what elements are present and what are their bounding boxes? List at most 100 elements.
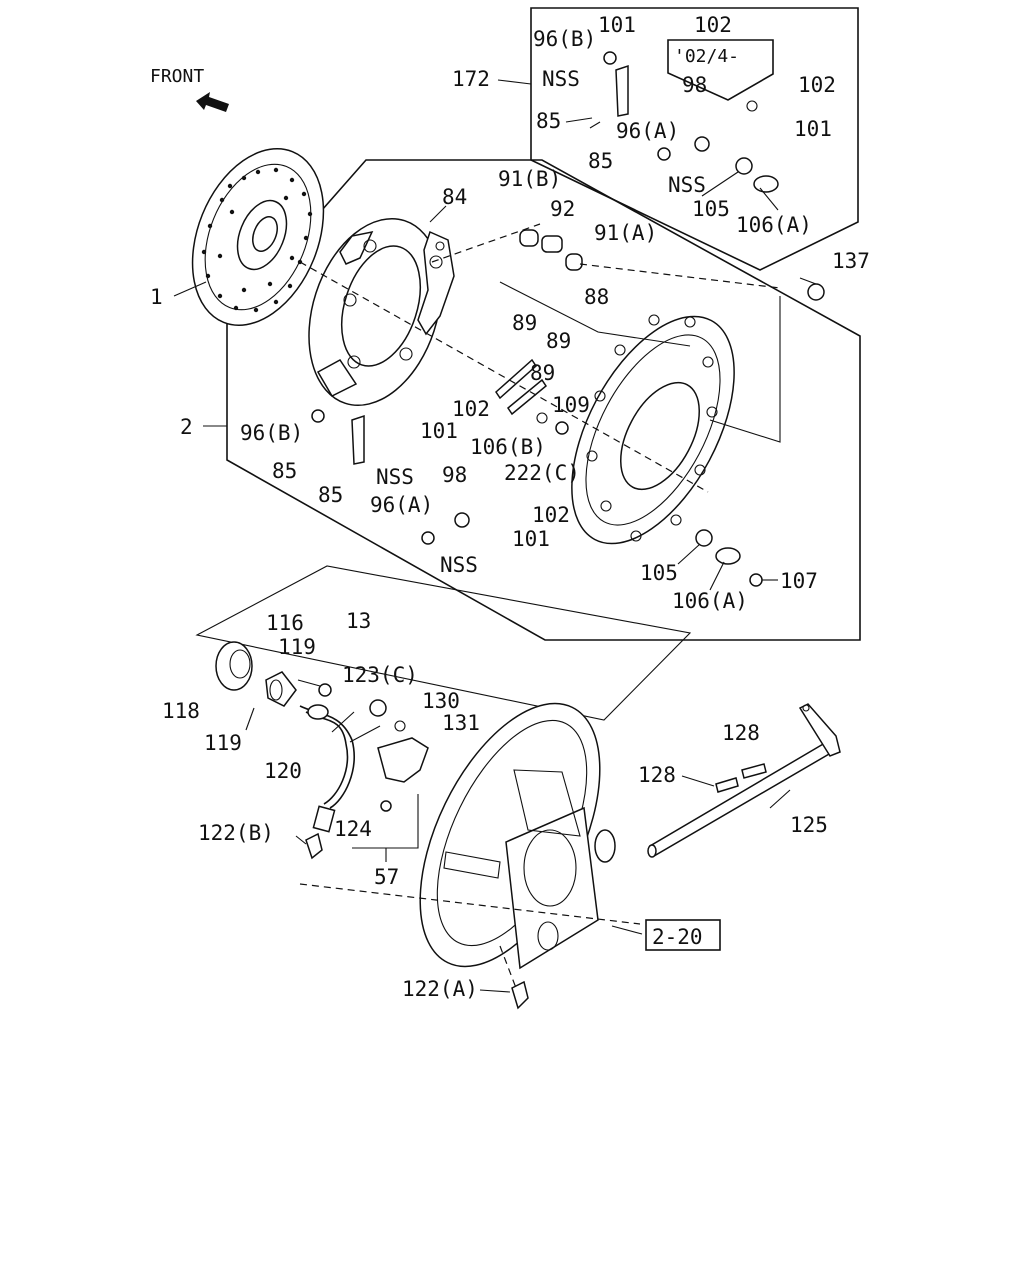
callout-105-top: 105	[692, 197, 730, 221]
bushing-91b	[519, 229, 539, 247]
callout-102-low: 102	[532, 503, 570, 527]
fitting-122b-icon	[305, 832, 323, 860]
callout-120: 120	[264, 759, 302, 783]
bolt-123c-icon	[318, 683, 332, 697]
callout-106a-top: 106(A)	[736, 213, 812, 237]
callout-nss-low: NSS	[440, 553, 478, 577]
callout-118: 118	[162, 699, 200, 723]
callout-88: 88	[584, 285, 609, 309]
bushing-91a	[565, 253, 583, 271]
fitting-122a-icon	[511, 980, 529, 1010]
group-57-bracket	[352, 794, 419, 849]
callout-106a-mid: 106(A)	[672, 589, 748, 613]
callout-57: 57	[374, 865, 399, 889]
release-bearing	[215, 641, 297, 707]
axis-line-d	[499, 945, 517, 989]
nut-105-mid-icon	[695, 529, 713, 547]
date-label: '02/4-	[674, 46, 739, 67]
pin-96a-mid-icon	[421, 531, 435, 545]
axis-line-a	[299, 261, 709, 493]
clip-131-icon	[394, 720, 406, 732]
callout-96a-mid: 96(A)	[370, 493, 433, 517]
callout-130: 130	[422, 689, 460, 713]
callout-13: 13	[346, 609, 371, 633]
callout-105-mid: 105	[640, 561, 678, 585]
callout-98-mid: 98	[442, 463, 467, 487]
ref-box-frame	[645, 919, 721, 951]
axis-line-e	[579, 263, 781, 289]
callout-128-left: 128	[638, 763, 676, 787]
release-shaft	[647, 703, 841, 858]
callout-125: 125	[790, 813, 828, 837]
spring-92	[541, 235, 563, 253]
callout-98-top: 98	[682, 73, 707, 97]
leader-lines	[173, 79, 817, 993]
pin-96a-top-icon	[657, 147, 671, 161]
flywheel-plate	[571, 314, 735, 545]
bracket-line-137	[709, 296, 781, 443]
callout-222c: 222(C)	[504, 461, 580, 485]
clutch-housing	[419, 702, 616, 970]
gasket-106a-top-icon	[753, 175, 779, 193]
callout-124: 124	[334, 817, 372, 841]
callout-nss-top: NSS	[542, 67, 580, 91]
callout-101-mid: 101	[420, 419, 458, 443]
callout-137: 137	[832, 249, 870, 273]
callout-84: 84	[442, 185, 467, 209]
callout-116: 116	[266, 611, 304, 635]
pin-96b-top-icon	[603, 51, 617, 65]
callout-96b-mid: 96(B)	[240, 421, 303, 445]
callout-96a-top: 96(A)	[616, 119, 679, 143]
bolt-222c-icon	[555, 421, 569, 435]
key-128-right	[741, 763, 767, 779]
bearing-nss-mid-icon	[454, 512, 470, 528]
axis-line-c	[299, 883, 641, 925]
callout-128-right: 128	[722, 721, 760, 745]
callout-101-top: 101	[598, 13, 636, 37]
lever-nss-mid	[351, 414, 365, 465]
callout-89-b: 89	[546, 329, 571, 353]
callout-2: 2	[180, 415, 193, 439]
date-bracket-outline	[667, 39, 774, 101]
bearing-nss-top-icon	[694, 136, 710, 152]
callout-85-mid-b: 85	[318, 483, 343, 507]
callout-106b: 106(B)	[470, 435, 546, 459]
callout-nss-top-b: NSS	[668, 173, 706, 197]
washer-109-icon	[536, 412, 548, 424]
pressure-plate-cover	[308, 217, 455, 407]
shim-89-b	[506, 378, 548, 416]
callout-89-c: 89	[530, 361, 555, 385]
clutch-disc	[191, 148, 325, 326]
callout-172: 172	[452, 67, 490, 91]
callout-102-mid: 102	[452, 397, 490, 421]
callout-102-top: 102	[694, 13, 732, 37]
callout-101-right: 101	[794, 117, 832, 141]
hose-120	[299, 704, 355, 833]
callout-101-low: 101	[512, 527, 550, 551]
callout-131: 131	[442, 711, 480, 735]
group-2-outline	[226, 159, 861, 641]
callout-122b: 122(B)	[198, 821, 274, 845]
callout-102-right: 102	[798, 73, 836, 97]
bracket-124	[377, 737, 429, 783]
callout-89-a: 89	[512, 311, 537, 335]
washer-101-top-icon	[746, 100, 758, 112]
key-128-left	[715, 777, 739, 793]
lever-nss-top	[615, 64, 629, 117]
callout-109: 109	[552, 393, 590, 417]
callout-123c: 123(C)	[342, 663, 418, 687]
bolt-107-icon	[749, 573, 763, 587]
bracket-line-89	[499, 281, 691, 347]
bolt-137-icon	[807, 283, 825, 301]
shim-89-a	[495, 358, 537, 400]
bolt-124-icon	[380, 800, 392, 812]
callout-91b: 91(B)	[498, 167, 561, 191]
callout-107: 107	[780, 569, 818, 593]
callout-119-b: 119	[204, 731, 242, 755]
callout-92: 92	[550, 197, 575, 221]
callout-nss-mid: NSS	[376, 465, 414, 489]
callout-122a: 122(A)	[402, 977, 478, 1001]
callout-96b-top: 96(B)	[533, 27, 596, 51]
callout-85-mid-a: 85	[272, 459, 297, 483]
